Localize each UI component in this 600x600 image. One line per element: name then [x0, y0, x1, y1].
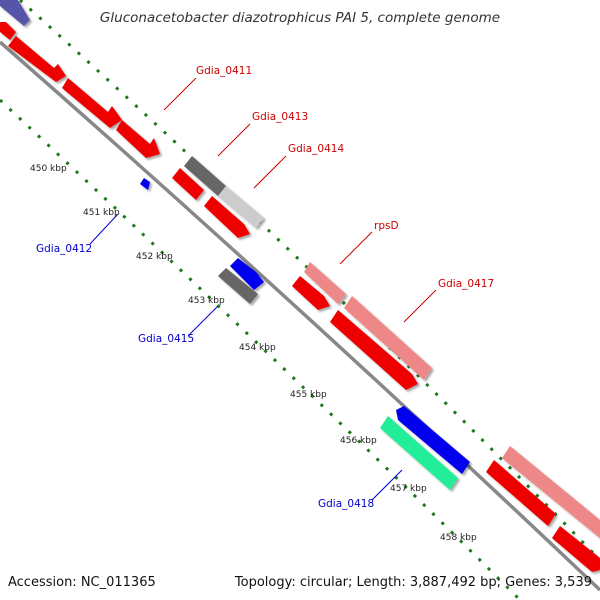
label-gdia-0413: Gdia_0413 — [252, 111, 308, 123]
kbp-label-450: 450 kbp — [30, 164, 67, 174]
label-rpsd: rpsD — [374, 220, 399, 232]
kbp-label-454: 454 kbp — [239, 343, 276, 353]
gene-navy-top[interactable] — [0, 0, 30, 26]
leader-0414 — [253, 155, 287, 189]
gene-pink-br[interactable] — [502, 446, 600, 538]
gene-gdia-0414[interactable] — [218, 186, 264, 228]
label-gdia-0417: Gdia_0417 — [438, 278, 494, 290]
kbp-label-455: 455 kbp — [290, 390, 327, 400]
label-gdia-0411: Gdia_0411 — [196, 65, 252, 77]
gene-red-0411a[interactable] — [62, 78, 122, 128]
label-gdia-0414: Gdia_0414 — [288, 143, 344, 155]
gene-red-pair-2[interactable] — [204, 196, 250, 238]
label-gdia-0412: Gdia_0412 — [36, 243, 92, 255]
gene-blue-0415b[interactable] — [230, 258, 264, 290]
leader-0412 — [89, 213, 119, 245]
leader-0415 — [187, 305, 219, 337]
kbp-label-457: 457 kbp — [390, 484, 427, 494]
kbp-label-451: 451 kbp — [83, 208, 120, 218]
gene-rpsd[interactable] — [304, 262, 346, 304]
kbp-label-453: 453 kbp — [188, 296, 225, 306]
accession-text: Accession: NC_011365 — [8, 575, 156, 590]
outer-tick-ring — [18, 0, 600, 562]
kbp-label-452: 452 kbp — [136, 252, 173, 262]
leader-0418 — [371, 469, 403, 501]
leader-0413 — [217, 123, 251, 157]
topology-text: Topology: circular; Length: 3,887,492 bp… — [234, 575, 592, 590]
leader-0417 — [403, 289, 437, 323]
kbp-label-456: 456 kbp — [340, 436, 377, 446]
kbp-label-458: 458 kbp — [440, 533, 477, 543]
gene-red-0411b[interactable] — [116, 120, 160, 158]
gene-red-0417[interactable] — [330, 310, 418, 390]
gene-red-top-2[interactable] — [8, 36, 66, 82]
gene-gdia-0417[interactable] — [344, 296, 432, 380]
gene-gdia-0412[interactable] — [140, 178, 150, 190]
gene-red-br-1[interactable] — [486, 460, 556, 526]
label-gdia-0415: Gdia_0415 — [138, 333, 194, 345]
gene-gdia-0415[interactable] — [218, 268, 258, 304]
gene-red-rpsd[interactable] — [292, 276, 330, 310]
leader-rpsd — [339, 231, 373, 265]
gene-blue-long[interactable] — [396, 406, 470, 474]
leader-0411 — [163, 77, 197, 111]
gene-red-br-2[interactable] — [552, 526, 600, 572]
gene-red-pair-1[interactable] — [172, 168, 204, 200]
genome-title: Gluconacetobacter diazotrophicus PAI 5, … — [100, 10, 500, 26]
label-gdia-0418: Gdia_0418 — [318, 498, 374, 510]
gene-gdia-0418[interactable] — [380, 416, 458, 490]
gene-gdia-0413[interactable] — [184, 156, 226, 196]
genome-backbone — [0, 40, 600, 592]
gene-red-top-1[interactable] — [0, 22, 16, 40]
